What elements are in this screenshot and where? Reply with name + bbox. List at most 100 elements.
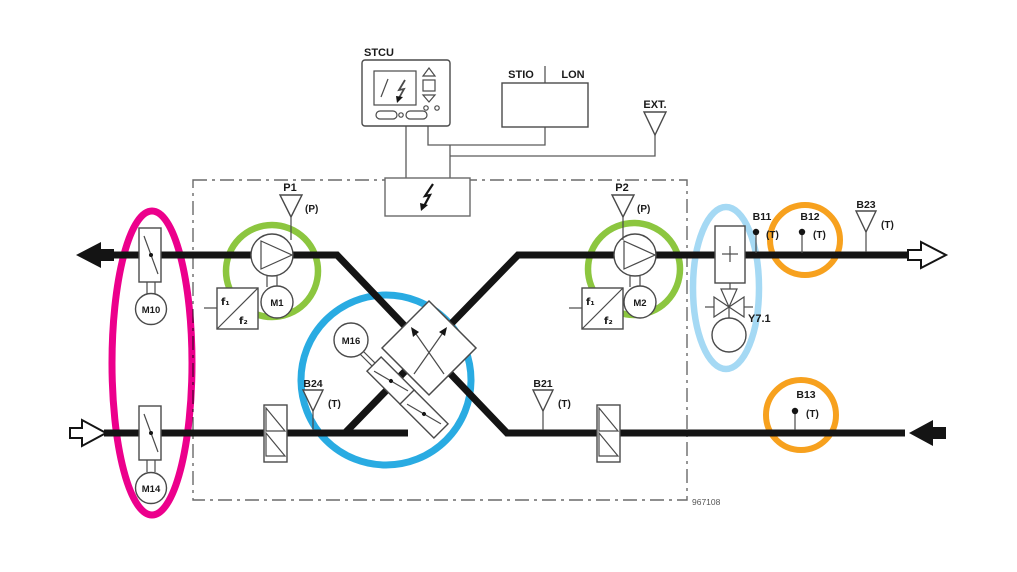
b11-quantity: (T) <box>766 230 779 241</box>
led-dot <box>398 112 404 118</box>
motor-m14 <box>134 471 168 505</box>
damper-m14: M14 <box>134 405 168 505</box>
f1-label: f₁ <box>221 297 230 308</box>
bypass-damper-2 <box>398 388 450 440</box>
fan-impeller-icon <box>623 240 657 270</box>
lightning-icon <box>420 183 434 211</box>
sensor-funnel-icon <box>531 389 555 413</box>
heat-exchanger <box>380 299 478 397</box>
fan-impeller-icon <box>260 240 294 270</box>
p1-label: P1 <box>283 182 296 194</box>
motor-m10 <box>134 292 168 326</box>
lightning-icon <box>396 79 406 103</box>
ok-button <box>422 79 436 92</box>
p1-quantity: (P) <box>305 204 318 215</box>
sensor-b23: B23 (T) <box>854 199 894 252</box>
sensor-p1: P1 (P) <box>278 182 318 240</box>
sensor-dot-icon <box>752 228 760 236</box>
highlight-blue-circle <box>297 291 475 469</box>
f1-label: f₁ <box>586 297 595 308</box>
motor-m16 <box>333 322 369 358</box>
b23-label: B23 <box>856 199 875 211</box>
exhaust-out-arrow <box>76 242 114 268</box>
fresh-air-in-arrow <box>69 418 109 448</box>
m2-label: M2 <box>633 298 646 309</box>
sensor-funnel-icon <box>642 111 668 137</box>
motor-m1 <box>260 285 294 319</box>
sensor-funnel-icon <box>854 210 878 234</box>
sensor-funnel-icon <box>610 194 636 219</box>
highlight-orange-circle-b13 <box>763 377 839 453</box>
doc-number: 967108 <box>692 497 721 507</box>
sensor-funnel-icon <box>278 194 304 219</box>
f2-label: f₂ <box>604 316 613 327</box>
highlight-orange-circle-b12 <box>767 202 843 278</box>
b21-label: B21 <box>533 378 552 390</box>
slash-icon <box>380 78 389 98</box>
m10-label: M10 <box>142 305 160 316</box>
lon-label: LON <box>561 69 584 81</box>
extract-in-arrow <box>909 420 946 446</box>
sensor-dot-icon <box>791 407 799 415</box>
three-way-valve <box>705 288 753 319</box>
f2-label: f₂ <box>239 316 248 327</box>
supply-out-arrow <box>907 240 949 270</box>
flow-arrow-icon <box>411 327 419 337</box>
filter-fresh-air <box>263 404 288 463</box>
filter-extract-air <box>596 404 621 463</box>
stcu-label: STCU <box>364 47 394 59</box>
b12-quantity: (T) <box>813 230 826 241</box>
stcu-controller: STCU <box>361 47 451 127</box>
sensor-b11: B11 (T) <box>753 211 779 253</box>
b21-quantity: (T) <box>558 399 571 410</box>
flow-arrow-icon <box>439 327 447 336</box>
b23-quantity: (T) <box>881 220 894 231</box>
m1-label: M1 <box>270 298 284 309</box>
fan-m2-group: M2 f₁ f₂ P2 (P) <box>569 182 657 330</box>
up-arrow-icon <box>421 67 437 77</box>
b12-label: B12 <box>800 211 819 223</box>
b13-label: B13 <box>796 389 815 401</box>
soft-key-right <box>405 110 428 120</box>
stcu-display <box>373 70 417 106</box>
heating-coil-group: Y7.1 <box>705 225 771 353</box>
sensor-dot-icon <box>798 228 806 236</box>
highlight-lightblue-ellipse <box>689 203 763 373</box>
bus-interface-box <box>384 177 471 217</box>
fan-m1 <box>250 233 294 277</box>
io-module-body <box>501 82 589 128</box>
highlight-magenta-ellipse <box>108 207 196 519</box>
ext-label: EXT. <box>643 99 666 111</box>
motor-m2 <box>623 285 657 319</box>
sensor-b13: B13 (T) <box>791 389 819 430</box>
control-wiring <box>405 126 656 178</box>
m16-label: M16 <box>342 336 360 347</box>
b11-label: B11 <box>753 211 772 223</box>
ext-sensor: EXT. <box>642 99 668 137</box>
b13-quantity: (T) <box>806 409 819 420</box>
b24-quantity: (T) <box>328 399 341 410</box>
stio-lon-module: STIO LON <box>501 66 589 128</box>
down-arrow-icon <box>421 94 437 103</box>
sensor-p2: P2 (P) <box>610 182 650 240</box>
valve-actuator <box>711 317 747 353</box>
bypass-damper-group-m16: M16 <box>333 322 450 440</box>
sensor-b24: B24 (T) <box>301 378 341 430</box>
p2-label: P2 <box>615 182 628 194</box>
stio-label: STIO <box>508 69 534 81</box>
fan-m2 <box>613 233 657 277</box>
frequency-converter-left: f₁ f₂ <box>204 287 259 330</box>
valve-label: Y7.1 <box>748 313 771 325</box>
sensor-b12: B12 (T) <box>798 211 826 253</box>
sensor-b21: B21 (T) <box>531 378 571 430</box>
soft-key-left <box>375 110 398 120</box>
b24-label: B24 <box>303 378 322 390</box>
p2-quantity: (P) <box>637 204 650 215</box>
damper-m10: M10 <box>134 227 168 326</box>
fan-m1-group: M1 f₁ f₂ P1 (P) <box>204 182 318 330</box>
led-dot <box>434 105 440 111</box>
sensor-funnel-icon <box>301 389 325 413</box>
led-dot <box>423 105 429 111</box>
frequency-converter-right: f₁ f₂ <box>569 287 624 330</box>
